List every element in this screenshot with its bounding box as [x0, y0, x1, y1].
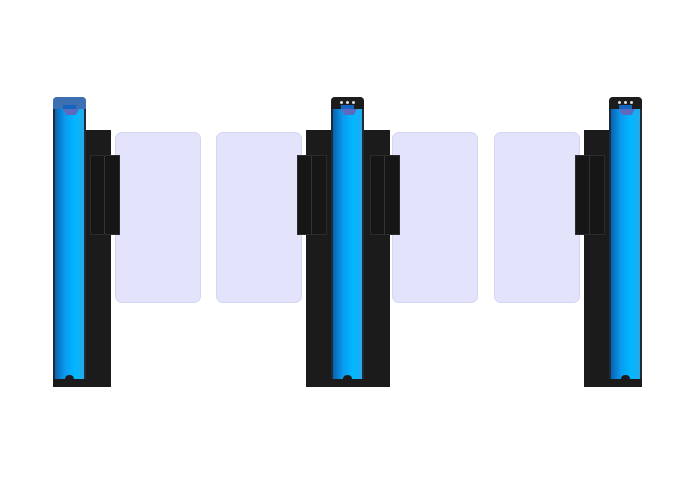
column-base: [331, 375, 364, 387]
hinge-middle-right: [370, 155, 400, 235]
column-cap: [53, 97, 86, 109]
hinge-middle-left: [297, 155, 327, 235]
hinge-left: [90, 155, 120, 235]
light-column-left: [53, 97, 86, 387]
column-cap: [609, 97, 642, 109]
blue-light-strip: [333, 109, 362, 379]
column-base: [609, 375, 642, 387]
hinge-right: [575, 155, 605, 235]
blue-light-strip: [611, 109, 640, 379]
glass-panel-2: [216, 132, 302, 303]
blue-light-strip: [55, 109, 84, 379]
glass-panel-1: [115, 132, 201, 303]
light-column-right: [609, 97, 642, 387]
glass-panel-3: [392, 132, 478, 303]
glass-panel-4: [494, 132, 580, 303]
light-column-middle: [331, 97, 364, 387]
column-cap: [331, 97, 364, 109]
column-base: [53, 375, 86, 387]
